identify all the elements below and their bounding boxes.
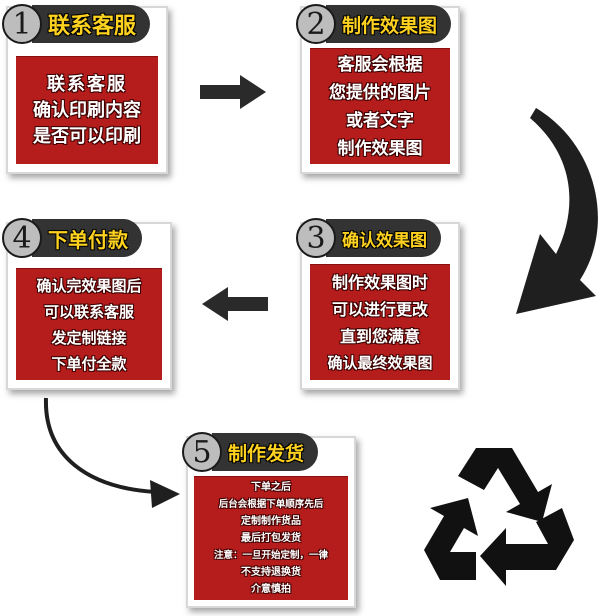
arrow-left-icon (202, 287, 268, 321)
step-4-line-4: 下单付全款 (51, 354, 127, 373)
step-2-title-bar: 制作效果图 (326, 5, 452, 43)
step-1-body: 联系客服 确认印刷内容 是否可以印刷 (16, 56, 158, 164)
step-2-number: 2 (296, 4, 336, 44)
step-2-line-1: 客服会根据 (337, 54, 423, 75)
step-4-header: 4 下单付款 (2, 216, 142, 260)
step-1-line-2: 确认印刷内容 (33, 99, 141, 121)
step-3-body: 制作效果图时 可以进行更改 直到您满意 确认最终效果图 (310, 264, 450, 380)
step-5-line-3: 定制制作货品 (241, 516, 301, 527)
step-5-title-bar: 制作发货 (212, 433, 319, 471)
step-3-number: 3 (296, 218, 336, 258)
step-4-line-1: 确认完效果图后 (36, 276, 142, 295)
step-4-body: 确认完效果图后 可以联系客服 发定制链接 下单付全款 (16, 268, 162, 380)
step-3-line-1: 制作效果图时 (331, 272, 428, 292)
step-5-line-5: 注意：一旦开始定制，一律 (213, 550, 328, 561)
step-5-line-4: 最后打包发货 (241, 533, 301, 544)
step-2-title: 制作效果图 (342, 14, 438, 37)
step-1-title-bar: 联系客服 (32, 5, 151, 43)
step-4-line-3: 发定制链接 (51, 328, 127, 347)
step-1-header: 1 联系客服 (2, 2, 151, 46)
step-5-header: 5 制作发货 (182, 430, 319, 474)
step-1-title: 联系客服 (48, 14, 137, 39)
step-5-line-7: 介意慎拍 (251, 584, 291, 595)
step-5-line-2: 后台会根据下单顺序先后 (218, 499, 324, 510)
step-3-line-3: 直到您满意 (339, 326, 420, 346)
step-5-title: 制作发货 (228, 442, 305, 465)
step-2-line-3: 或者文字 (346, 110, 414, 131)
step-4-line-2: 可以联系客服 (43, 302, 134, 321)
step-2-line-4: 制作效果图 (337, 138, 423, 159)
step-4-title-bar: 下单付款 (32, 219, 142, 257)
arrow-right-icon (200, 75, 266, 109)
step-3-header: 3 确认效果图 (296, 216, 441, 260)
step-2-body: 客服会根据 您提供的图片 或者文字 制作效果图 (310, 48, 450, 164)
recycle-icon (424, 448, 574, 586)
step-4-title: 下单付款 (48, 227, 128, 252)
step-3-title: 确认效果图 (342, 230, 427, 251)
step-3-title-bar: 确认效果图 (326, 219, 441, 257)
step-1-line-1: 联系客服 (47, 73, 127, 95)
step-4-number: 4 (2, 218, 42, 258)
curved-arrow-icon-2 (43, 397, 180, 508)
step-5-number: 5 (182, 432, 222, 472)
step-5-line-1: 下单之后 (251, 482, 291, 493)
step-5-line-6: 不支持退换货 (241, 567, 301, 578)
step-2-header: 2 制作效果图 (296, 2, 452, 46)
step-5-body: 下单之后 后台会根据下单顺序先后 定制制作货品 最后打包发货 注意：一旦开始定制… (194, 476, 348, 600)
step-1-line-3: 是否可以印刷 (33, 125, 141, 147)
step-1-number: 1 (2, 4, 42, 44)
curved-arrow-icon (516, 108, 598, 314)
step-4-card: 确认完效果图后 可以联系客服 发定制链接 下单付全款 (6, 222, 172, 390)
step-3-line-4: 确认最终效果图 (327, 353, 433, 372)
step-3-line-2: 可以进行更改 (331, 299, 428, 319)
step-2-line-2: 您提供的图片 (329, 82, 431, 103)
